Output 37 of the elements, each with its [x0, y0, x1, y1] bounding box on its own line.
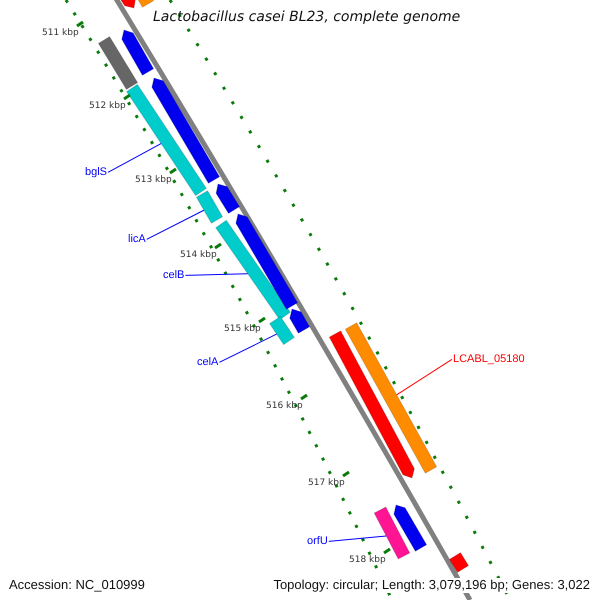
- leader-line: [218, 334, 278, 363]
- gene-feature: [268, 316, 296, 346]
- scale-label: 517 kbp: [308, 478, 345, 488]
- leader-line: [328, 536, 387, 542]
- gene-label: LCABL_05180: [453, 353, 525, 366]
- scale-label: 514 kbp: [180, 250, 217, 260]
- gene-feature: [216, 183, 240, 214]
- scale-label: 515 kbp: [224, 324, 261, 334]
- leader-line: [396, 358, 452, 396]
- title: Lactobacillus casei BL23, complete genome: [153, 9, 460, 26]
- scale-label: 512 kbp: [89, 101, 126, 112]
- gene-label: bglS: [85, 166, 108, 179]
- scale-label: 516 kbp: [266, 401, 303, 412]
- gene-feature: [393, 504, 428, 552]
- leader-line: [146, 210, 204, 240]
- gene-label: orfU: [307, 535, 328, 548]
- leader-line: [184, 273, 248, 276]
- gene-feature: [196, 190, 224, 224]
- genome-info-text: Topology: circular; Length: 3,079,196 bp; Genes: 3,022: [273, 578, 590, 593]
- gene-label: celB: [163, 269, 184, 282]
- accession-text: Accession: NC_010999: [9, 578, 145, 593]
- gene-feature: [289, 308, 310, 334]
- gene-feature: [151, 77, 220, 184]
- leader-line: [108, 143, 162, 173]
- scale-label: 511 kbp: [42, 28, 79, 38]
- gene-feature: [121, 29, 154, 76]
- gene-feature: [448, 552, 470, 574]
- gene-feature: [98, 36, 138, 90]
- gene-label: licA: [128, 233, 146, 246]
- scale-label: 518 kbp: [349, 555, 386, 566]
- gene-label: celA: [197, 356, 218, 369]
- scale-label: 513 kbp: [135, 175, 172, 186]
- gene-feature: [215, 220, 291, 320]
- gene-feature: [344, 322, 438, 474]
- gene-feature: [235, 213, 298, 310]
- gene-feature: [328, 330, 415, 479]
- gene-feature: [126, 84, 208, 196]
